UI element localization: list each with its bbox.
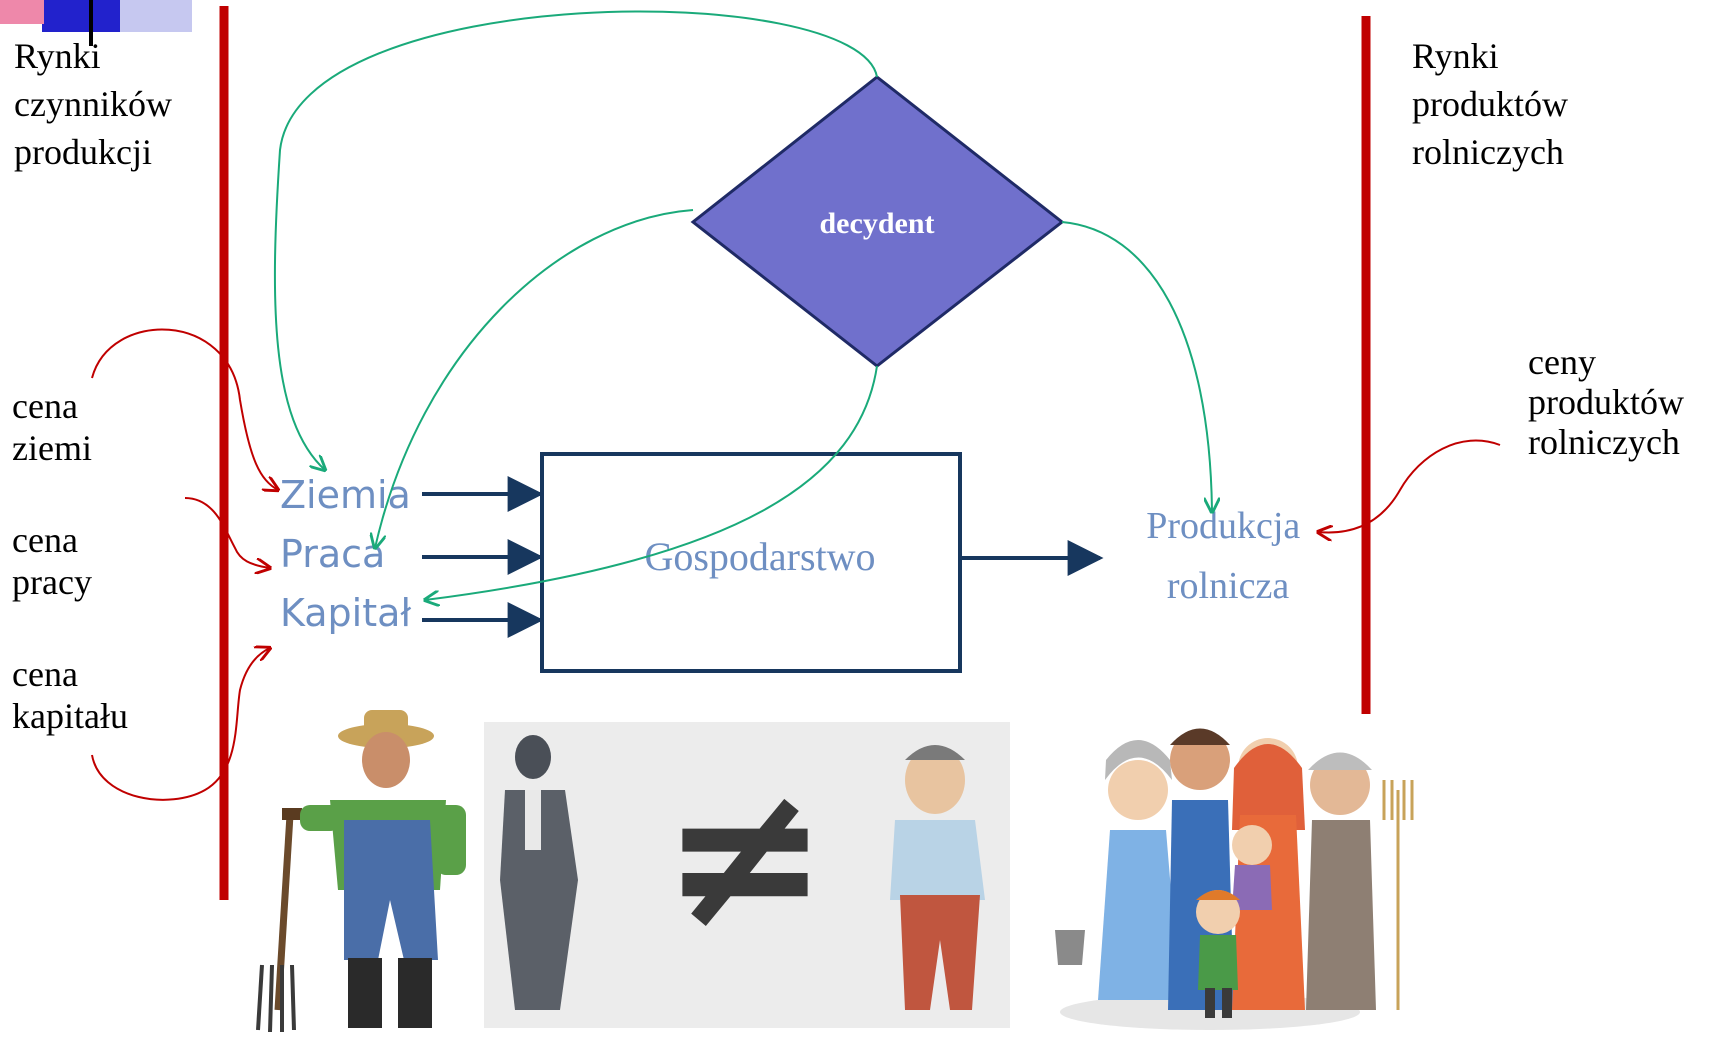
decision-arrow-to-labour [375,209,694,548]
decision-maker-label: decydent [820,207,935,240]
labour-price-arrow [184,497,270,568]
farmer-with-pitchfork-image [256,710,466,1033]
right-market-label: Rynki produktów rolniczych [1412,36,1577,172]
land-price-label: cena ziemi [12,386,92,468]
input-land-label: Ziemia [280,473,411,517]
product-price-arrow [1318,439,1501,533]
left-market-label: Rynki czynników produkcji [14,36,181,172]
capital-price-arrow [91,648,270,801]
input-labour-label: Praca [280,532,385,576]
farm-label: Gospodarstwo [644,534,875,579]
output-label: Produkcja rolnicza [1146,505,1310,607]
land-price-arrow [91,328,278,490]
not-equal-symbol: ≠ [661,740,829,973]
decision-arrow-to-output [1061,221,1212,512]
decision-arrow-to-capital [425,365,878,600]
farm-box [540,452,962,673]
corner-decoration [0,0,192,46]
product-price-label: ceny produktów rolniczych [1528,342,1693,462]
input-capital-label: Kapitał [280,591,411,635]
capital-price-label: cena kapitału [12,654,128,736]
decision-arrow-to-land [273,10,878,470]
businessman-not-equal-farmer-image: ≠ [484,722,1010,1028]
labour-price-label: cena pracy [12,520,92,602]
farm-family-image [1055,728,1414,1030]
